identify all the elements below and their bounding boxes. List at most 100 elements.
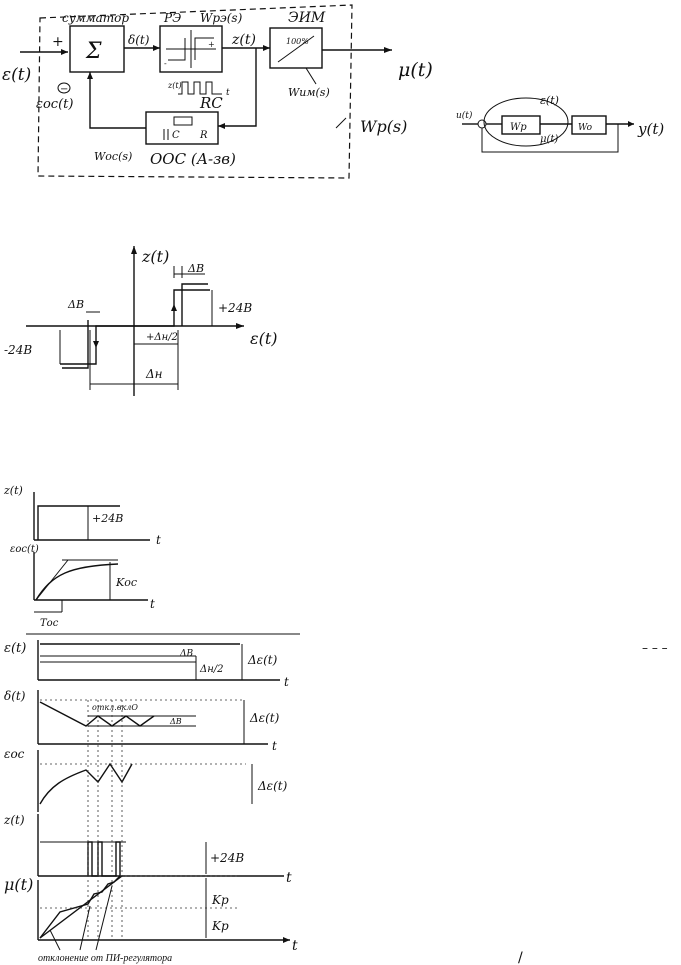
mu-label: μ(t) (4, 875, 33, 894)
relay-z-arrow-icon (131, 246, 137, 254)
loop-output-arrow-icon (628, 121, 634, 127)
loop-wp-block (501, 115, 541, 135)
mu-caption: отклонение от ПИ-регулятора (38, 953, 172, 964)
caption-leader-1 (49, 929, 61, 951)
relay-right-arrow-icon (171, 304, 177, 311)
pulse-sketch (178, 81, 222, 95)
relay-db-left-label: ΔB (67, 298, 84, 311)
mu-pi-line (39, 875, 123, 939)
wp-label: Wp(s) (360, 117, 407, 136)
stray-slash: / (518, 950, 523, 965)
delta-label: δ(t) (128, 33, 150, 47)
eos-curve (35, 563, 119, 601)
zstep-curve (37, 505, 120, 540)
eps-label: ε(t) (4, 641, 26, 656)
relay-dn-label: Δн (145, 367, 163, 381)
relay-z-axis-label: z(t) (141, 247, 169, 266)
caption-leader-2 (79, 905, 91, 951)
rc-label: RC (199, 94, 223, 112)
delta-t-label: t (272, 739, 277, 753)
mu-t-arrow-icon (283, 937, 290, 943)
loop-input-label: u(t) (456, 110, 473, 121)
regulator-boundary (37, 4, 353, 179)
delta-db2-label: ΔB (169, 717, 182, 726)
oos-label: ООС (А-зв) (150, 150, 236, 168)
input-arrow-icon (61, 49, 68, 55)
right-dashes: – – – (642, 641, 668, 655)
zp-t-label: t (286, 870, 292, 886)
relay-plus-small: + (208, 40, 215, 49)
zstep-z-label: z(t) (3, 484, 23, 497)
loop-mu-label: μ(t) (540, 134, 558, 145)
eos-label: εос(t) (10, 544, 39, 555)
relay-left-arrow-icon (93, 341, 99, 348)
loop-wo-block (571, 115, 607, 135)
pulse-t-label: t (226, 88, 230, 98)
timing-epsilon: ε(t) ΔB Δн/2 Δε(t) t (4, 640, 289, 689)
feedback-line-right (218, 48, 257, 127)
plus-sign: + (52, 34, 64, 50)
oos-transfer-label: Wос(s) (94, 150, 132, 163)
pulse-z-label: z(t) (167, 81, 182, 90)
timing-eos: εос(t) Kос Tос t (10, 544, 155, 629)
mu-kp1-label: Kp (211, 893, 229, 907)
resistor-shape (173, 116, 193, 126)
loop-y-label: y(t) (637, 120, 664, 138)
feedback-arrow-icon (218, 123, 225, 129)
relay-db-right-label: ΔB (187, 262, 204, 275)
eim-block (269, 27, 323, 69)
relay-e-arrow-icon (236, 323, 244, 329)
relay-characteristic: z(t) ε(t) ΔB +24B ΔB -24B +Δн/2 Δн (4, 246, 278, 396)
mu-kp2-label: Kp (211, 919, 229, 933)
wp-leader (335, 117, 347, 129)
delta-arrow-icon (153, 45, 160, 51)
eos2-de-label: Δε(t) (257, 779, 288, 793)
resistor-label: R (199, 130, 208, 141)
relay-label: РЭ (163, 11, 181, 25)
relay-element-block (159, 25, 223, 73)
eim-label-leader (305, 67, 317, 85)
eos2-curve (39, 762, 133, 805)
feedback-line-left (89, 72, 146, 129)
timing-eos-saw: εос Δε(t) (4, 747, 288, 812)
eos2-label: εос (4, 747, 25, 761)
eos-tangent (35, 559, 69, 601)
relay-right-branch-a (134, 289, 210, 327)
timing-guides (87, 700, 123, 940)
relay-transfer-label: Wрэ(s) (200, 11, 243, 25)
summator-block (69, 25, 125, 73)
relay-plus24-label: +24B (218, 301, 252, 315)
zp-pulses (87, 841, 121, 877)
relay-minus-small: - (164, 59, 167, 68)
z-arrow-icon (263, 45, 270, 51)
timing-delta: δ(t) откл.вклO ΔB Δε(t) t (4, 689, 280, 753)
caption-leader-3 (95, 885, 113, 951)
delta-label: δ(t) (4, 689, 26, 703)
capacitor-label: C (172, 130, 180, 141)
sum-symbol: Σ (85, 39, 102, 64)
mu-arrow-icon (384, 47, 392, 53)
zstep-plus24-label: +24B (92, 512, 123, 525)
timing-z-pulses: z(t) +24B (3, 813, 244, 877)
feedback-up-arrow-icon (87, 72, 93, 79)
timing-z-step: z(t) +24B t (3, 484, 161, 547)
relay-right-branch-b (181, 283, 208, 326)
relay-left-branch-b (62, 320, 89, 369)
relay-hysteresis-curve (168, 37, 214, 61)
relay-minus24-label: -24B (4, 343, 32, 357)
delta-de-label: Δε(t) (249, 711, 280, 725)
closed-loop-diagram: u(t) Wp Wo y(t) ε(t) μ(t) (456, 94, 664, 153)
zstep-t-label: t (156, 533, 161, 547)
eps-t-label: t (284, 675, 289, 689)
eim-percent: 100% (286, 37, 309, 46)
zp-label: z(t) (3, 813, 25, 827)
eos-label: εос(t) (36, 97, 73, 112)
timing-mu: μ(t) Kp Kp t отклонение от ПИ-регулятора (4, 875, 298, 964)
loop-feedback-line (481, 124, 619, 153)
eos-toc-label: Tос (40, 618, 59, 629)
z-label: z(t) (231, 32, 256, 48)
relay-e-axis-label: ε(t) (250, 329, 278, 348)
input-label: ε(t) (2, 65, 31, 85)
mu-label: μ(t) (398, 59, 433, 81)
